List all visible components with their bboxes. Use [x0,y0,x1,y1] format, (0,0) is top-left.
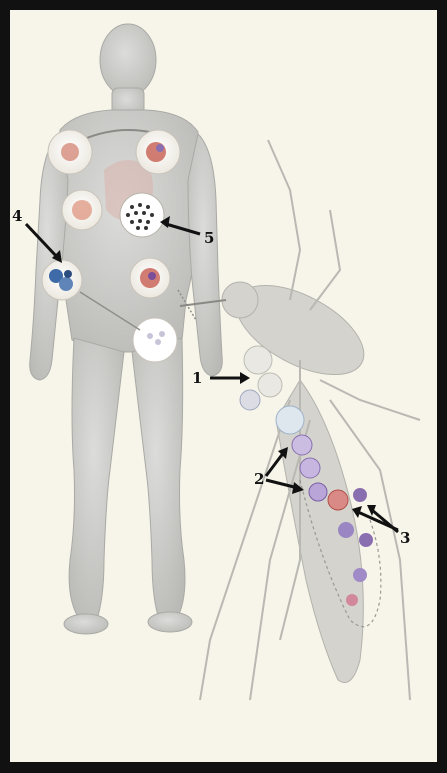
cell-icon-dotted [120,193,164,237]
cell-icon [130,258,170,298]
label-1: 1 [192,369,202,387]
cell-icon-blue [42,260,82,300]
cell-icon [136,130,180,174]
cell-icon [62,190,102,230]
cell-icon [133,318,177,362]
label-5: 5 [204,229,214,247]
label-2: 2 [254,470,264,488]
cell-icon [48,130,92,174]
label-3: 3 [400,529,410,547]
label-4: 4 [12,207,22,225]
